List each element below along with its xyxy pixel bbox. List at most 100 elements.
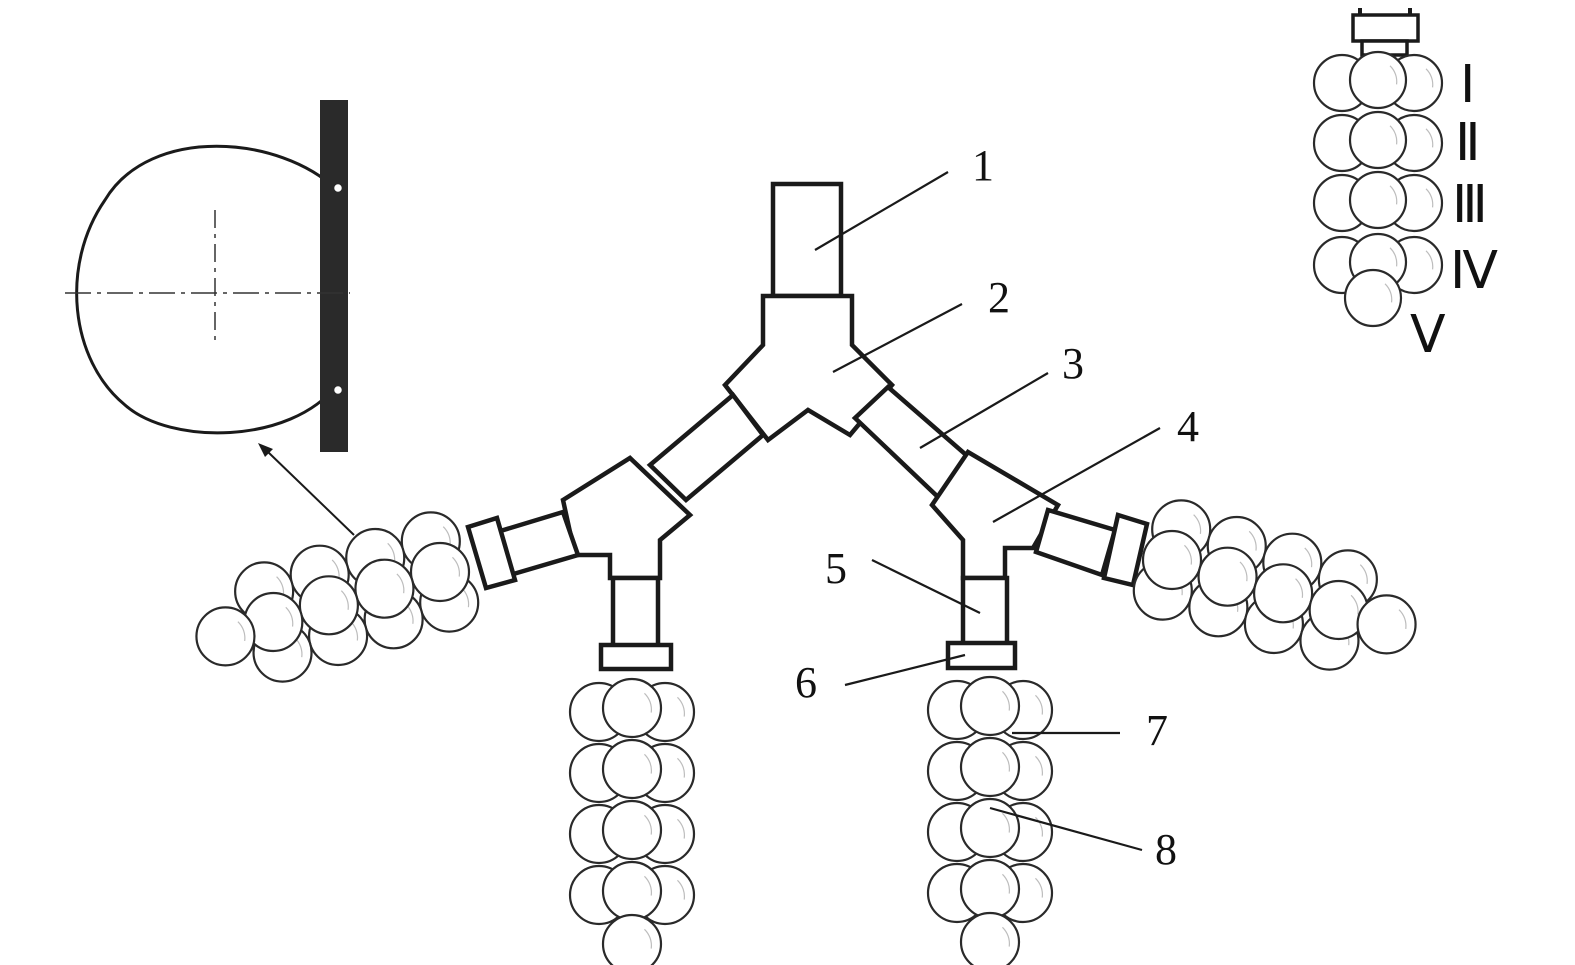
float-cluster-bottom-left	[568, 677, 696, 965]
legend-float-ball-shading	[1389, 185, 1398, 205]
leader-2	[832, 303, 963, 373]
central-y-junction	[722, 293, 896, 444]
float-ball	[959, 797, 1021, 859]
legend-float-ball-shading	[1389, 65, 1398, 85]
float-ball-shading	[677, 818, 686, 839]
inlet-pipe	[770, 181, 844, 299]
float-ball-shading	[644, 875, 653, 896]
layer-label-2: Ⅱ	[1455, 115, 1481, 172]
legend-float-ball-shading	[1425, 128, 1434, 148]
float-ball-shading	[340, 590, 349, 610]
leader-6	[844, 653, 966, 687]
float-ball-shading	[644, 814, 653, 835]
float-ball	[601, 913, 663, 965]
float-ball	[354, 558, 415, 619]
legend-float-ball	[1343, 268, 1403, 328]
layer-label-4: Ⅳ	[1450, 243, 1498, 300]
callout-3: 3	[1062, 339, 1084, 388]
callout-8: 8	[1155, 825, 1177, 874]
detail-leader-arrowhead	[258, 443, 273, 457]
main-body-structure	[465, 181, 1150, 672]
float-ball-shading	[452, 556, 461, 577]
float-ball-shading	[1035, 816, 1044, 837]
callout-6: 6	[795, 658, 817, 707]
right-outer-arm	[1033, 507, 1118, 578]
leader-8	[989, 806, 1143, 852]
legend-float-ball-shading	[1384, 283, 1393, 303]
float-ball-shading	[677, 757, 686, 778]
float-cluster-right	[1132, 499, 1417, 671]
callout-2: 2	[988, 273, 1010, 322]
right-lower-junction	[929, 448, 1062, 581]
callout-4: 4	[1177, 402, 1199, 451]
callout-leaders	[814, 171, 1161, 852]
float-ball	[601, 677, 663, 739]
float-ball-shading	[1304, 547, 1313, 568]
legend-mount-top	[1351, 13, 1420, 43]
float-ball	[959, 736, 1021, 798]
float-ball	[601, 860, 663, 922]
float-ball-shading	[1002, 751, 1011, 772]
leader-5	[871, 559, 981, 614]
float-ball-shading	[1002, 873, 1011, 894]
float-ball-shading	[1035, 755, 1044, 776]
left-down-pipe	[610, 575, 661, 651]
float-ball	[1141, 529, 1203, 591]
callout-1: 1	[972, 141, 994, 190]
float-detail-view	[65, 100, 355, 536]
float-ball-shading	[1295, 578, 1304, 598]
float-ball-shading	[285, 606, 294, 627]
float-ball	[601, 738, 663, 800]
float-ball-shading	[644, 692, 653, 713]
float-ball-shading	[1248, 530, 1257, 551]
legend-float-ball	[1348, 110, 1408, 170]
legend-float-ball-shading	[1425, 188, 1434, 208]
float-ball-shading	[1035, 694, 1044, 715]
float-ball	[1197, 546, 1258, 607]
left-down-coupling	[598, 642, 674, 672]
legend-float-ball	[1348, 50, 1408, 110]
float-ball	[1356, 594, 1417, 655]
float-ball-shading	[1035, 877, 1044, 898]
float-clusters	[195, 499, 1417, 965]
leader-3	[919, 372, 1049, 449]
legend-float-ball-shading	[1425, 68, 1434, 88]
legend-float-ball-shading	[1389, 247, 1398, 267]
detail-leader-line	[267, 451, 355, 536]
float-ball-shading	[396, 573, 405, 594]
float-cluster-bottom-right	[926, 675, 1054, 965]
float-ball-shading	[1002, 690, 1011, 711]
float-ball	[959, 675, 1021, 737]
legend-cluster	[1312, 8, 1444, 328]
float-ball-shading	[1002, 926, 1011, 947]
layer-label-1: Ⅰ	[1460, 57, 1475, 114]
float-ball	[959, 911, 1021, 965]
callout-7: 7	[1146, 706, 1168, 755]
bolt-hole-top	[332, 182, 344, 194]
float-ball-shading	[1398, 609, 1407, 629]
left-outer-coupling	[465, 515, 518, 591]
legend-float-ball	[1348, 170, 1408, 230]
float-ball-shading	[237, 621, 246, 641]
right-down-pipe	[960, 575, 1010, 648]
left-connecting-pipe	[646, 391, 767, 504]
callout-labels: 1 2 3 4 5 6 7 8	[795, 141, 1199, 874]
float-ball-shading	[1350, 594, 1359, 615]
float-sphere-detail	[75, 144, 339, 435]
right-outer-coupling	[1101, 512, 1150, 588]
float-ball	[298, 575, 359, 636]
legend-float-ball-shading	[1425, 250, 1434, 270]
leader-1	[814, 171, 949, 251]
leader-4	[992, 427, 1161, 523]
float-ball-shading	[1359, 564, 1368, 584]
legend-float-stack	[1312, 50, 1444, 328]
float-cluster-left	[195, 511, 480, 683]
float-ball	[959, 858, 1021, 920]
float-ball	[195, 606, 256, 667]
layer-label-5: Ⅴ	[1410, 307, 1446, 364]
mounting-plate	[320, 100, 348, 452]
float-ball-shading	[644, 753, 653, 774]
layer-label-3: Ⅲ	[1452, 177, 1488, 234]
float-ball	[409, 541, 471, 603]
